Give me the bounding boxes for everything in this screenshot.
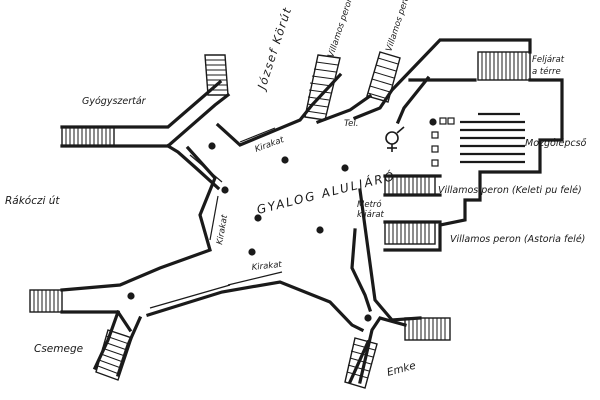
support-column-icon	[248, 248, 256, 256]
support-column-icon	[429, 118, 437, 126]
label-feljarat: Feljárat	[532, 55, 565, 65]
stairs-villamos-1	[304, 54, 341, 121]
label-gyogyszertar: Gyógyszertár	[82, 96, 147, 107]
support-column-icon	[127, 292, 135, 300]
label-villamos-astoria: Villamos peron (Astoria felé)	[450, 234, 585, 245]
label-villamos-peron-2: Villamos peron	[384, 0, 413, 53]
stairs-gyogyszertar	[61, 126, 115, 147]
support-column-icon	[221, 186, 229, 194]
stairs-emke-bottom	[344, 337, 378, 389]
support-column-icon	[254, 214, 262, 222]
label-jozsef-korut: József Körút	[254, 5, 294, 93]
stairs-emke-right	[404, 317, 451, 341]
shop-window-lines	[149, 127, 283, 309]
label-metro: Metró	[357, 199, 382, 210]
support-columns	[127, 118, 437, 322]
stairs-csemege-bottom	[95, 329, 133, 381]
label-villamos-keleti: Villamos peron (Keleti pu felé)	[438, 185, 582, 196]
support-column-icon	[281, 156, 289, 164]
stairs-keleti	[384, 175, 436, 196]
label-kijarat: kijárat	[357, 210, 385, 220]
restroom-symbol-icon	[385, 126, 405, 152]
support-column-icon	[208, 142, 216, 150]
escalator	[431, 112, 525, 167]
stairs-villamos-2	[366, 51, 401, 103]
label-villamos-peron-1: Villamos peron	[326, 0, 355, 59]
support-column-icon	[364, 314, 372, 322]
label-csemege: Csemege	[34, 343, 83, 355]
support-column-icon	[341, 164, 349, 172]
stairs-gyogyszertar-upper	[204, 54, 229, 96]
label-rakoczi-ut: Rákóczi út	[5, 195, 60, 207]
support-column-icon	[316, 226, 324, 234]
label-emke: Emke	[386, 360, 418, 379]
label-mozgolepcso: Mozgólépcső	[525, 138, 587, 149]
stairs-csemege-left	[29, 289, 63, 313]
label-tel: Tel.	[344, 119, 358, 129]
underpass-walls	[60, 38, 564, 385]
label-kirakat-left: Kirakat	[215, 213, 230, 245]
stairs-feljarat	[477, 51, 531, 81]
label-kirakat-bottom: Kirakat	[251, 260, 283, 273]
stairs-astoria	[384, 221, 436, 245]
label-a-terre: a térre	[532, 66, 561, 77]
